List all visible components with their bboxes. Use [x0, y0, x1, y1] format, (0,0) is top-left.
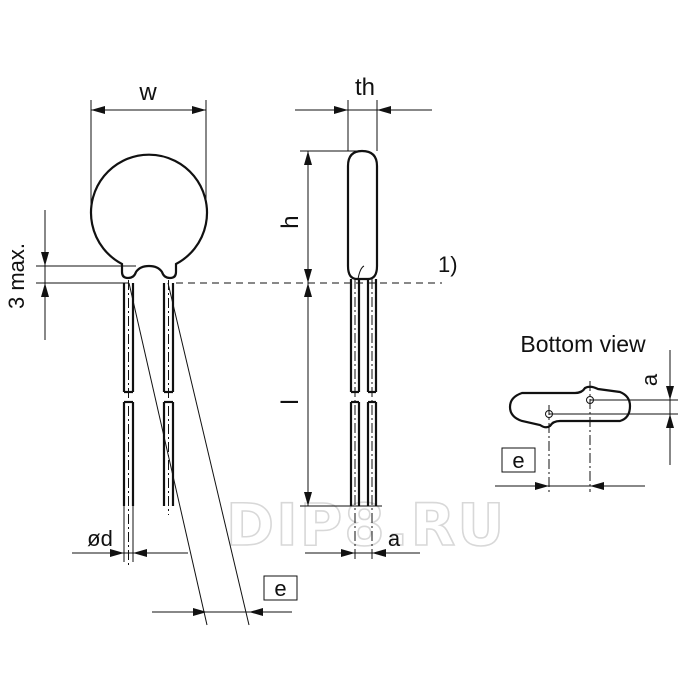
watermark: DIP8.RU [226, 491, 506, 559]
width-label: w [138, 79, 157, 106]
bottom-offset-dimension [549, 350, 678, 465]
bottom-body [508, 385, 632, 429]
bottom-offset-label: a [637, 373, 662, 386]
front-right-lead [162, 280, 175, 515]
height-length-dimension [300, 150, 382, 507]
front-spacing-dimension [152, 575, 298, 616]
bottom-spacing-label: e [512, 448, 524, 473]
height-label: h [277, 215, 304, 228]
projection-line-right [167, 282, 250, 626]
front-spacing-label: e [274, 576, 286, 601]
side-right-lead [366, 279, 378, 562]
front-view [36, 100, 442, 626]
thickness-dimension [295, 100, 432, 151]
side-view [295, 100, 432, 562]
side-left-lead [349, 279, 361, 562]
thickness-label: th [355, 74, 375, 101]
bottom-view [495, 350, 678, 492]
bottom-spacing-dimension [495, 447, 645, 490]
side-spacing-dimension [305, 549, 420, 557]
coating-limit-dimension [36, 210, 136, 340]
lead-diameter-dimension [72, 506, 188, 562]
lead-diameter-label: ød [87, 526, 113, 551]
length-label: l [277, 399, 304, 404]
disc-body [89, 153, 209, 280]
width-dimension [90, 100, 207, 205]
coating-limit-label: 3 max. [4, 243, 29, 309]
side-body [346, 149, 379, 281]
projection-line-left [128, 282, 208, 626]
front-left-lead [122, 280, 135, 565]
side-spacing-label: a [388, 526, 401, 551]
bottom-view-title: Bottom view [520, 331, 646, 357]
footnote-label: 1) [438, 252, 458, 277]
